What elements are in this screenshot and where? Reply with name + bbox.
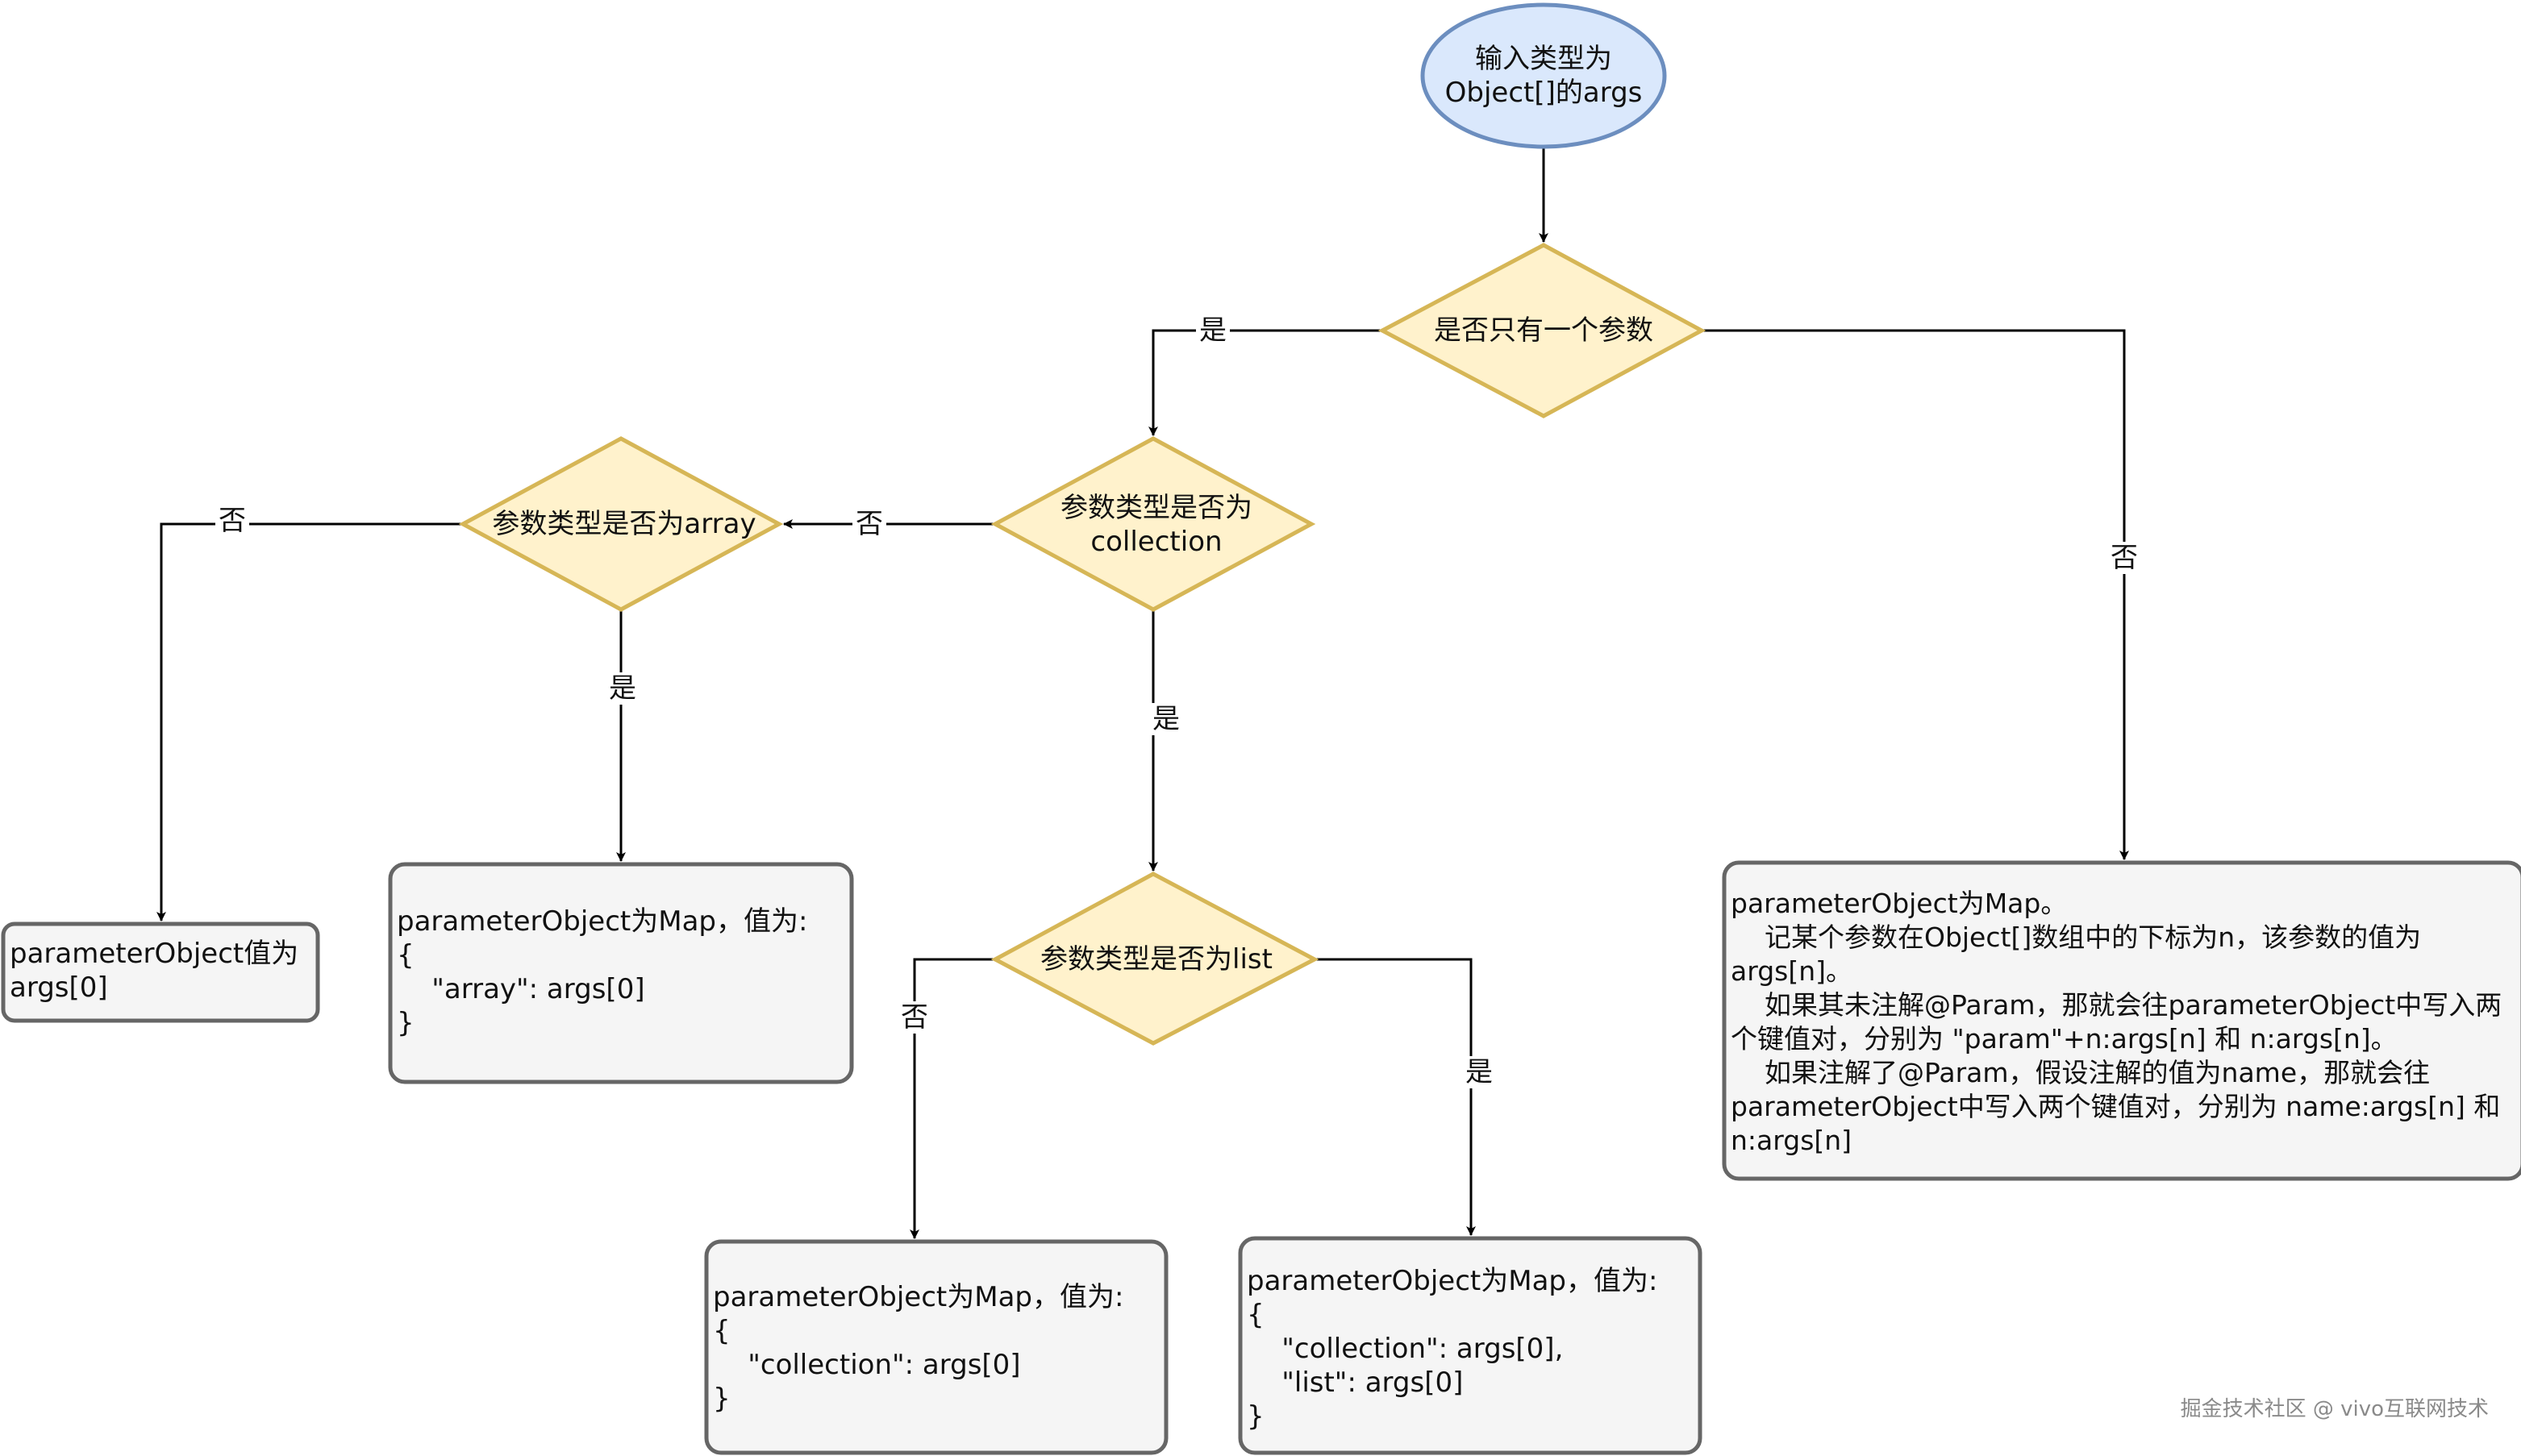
edge-label-single-yes: 是 xyxy=(1196,314,1230,347)
start-node xyxy=(1420,2,1667,149)
result-multi-map-box xyxy=(1722,860,2521,1181)
decision-is-collection-label: 参数类型是否为 collection xyxy=(1011,489,1302,561)
result-list-map-box xyxy=(1238,1236,1702,1455)
edge-label-array-no: 否 xyxy=(215,505,249,537)
is-collection-line-2: collection xyxy=(1090,526,1223,558)
edge-array-no xyxy=(156,522,463,921)
start-node-label: 输入类型为 Object[]的args xyxy=(1423,35,1665,116)
edge-label-single-no: 否 xyxy=(2107,542,2141,574)
edge-list-no xyxy=(910,958,995,1239)
result-collection-map-text: parameterObject为Map，值为: { "collection": … xyxy=(713,1281,1124,1415)
edge-label-list-yes: 是 xyxy=(1462,1056,1496,1088)
result-collection-map-box xyxy=(704,1239,1169,1455)
start-line-1: 输入类型为 xyxy=(1475,43,1612,75)
edge-single-no xyxy=(1702,329,2129,860)
edge-label-collection-yes: 是 xyxy=(1149,703,1183,735)
result-list-map-text: parameterObject为Map，值为: { "collection": … xyxy=(1247,1265,1658,1433)
result-args0-text: parameterObject值为 args[0] xyxy=(10,938,299,1004)
decision-is-list-label: 参数类型是否为list xyxy=(1040,943,1273,976)
decision-is-list xyxy=(990,872,1319,1046)
result-args0-box xyxy=(1,921,320,1023)
decision-single-param xyxy=(1377,243,1706,418)
edge-label-array-yes: 是 xyxy=(606,672,640,705)
edge-list-yes xyxy=(1315,958,1476,1236)
is-collection-line-1: 参数类型是否为 xyxy=(1060,492,1252,524)
start-line-2: Object[]的args xyxy=(1444,77,1643,109)
decision-is-collection xyxy=(990,436,1316,612)
decision-is-array-label: 参数类型是否为array xyxy=(492,508,756,540)
decision-is-array xyxy=(458,436,784,612)
result-array-map-text: parameterObject为Map，值为: { "array": args[… xyxy=(397,905,808,1039)
edge-label-list-no: 否 xyxy=(898,1001,931,1034)
watermark: 掘金技术社区 @ vivo互联网技术 xyxy=(2180,1397,2489,1421)
edge-single-yes xyxy=(1148,329,1382,436)
edge-label-collection-no: 否 xyxy=(852,508,886,540)
decision-single-param-label: 是否只有一个参数 xyxy=(1434,314,1653,347)
result-multi-map-text: parameterObject为Map。 记某个参数在Object[]数组中的下… xyxy=(1731,888,2502,1156)
result-array-map-box xyxy=(388,862,854,1084)
